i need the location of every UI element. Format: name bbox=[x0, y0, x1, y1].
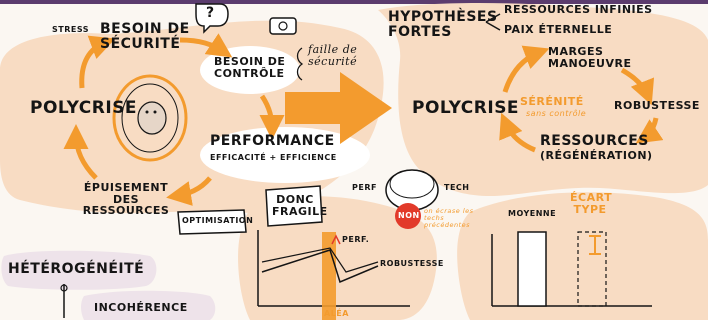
label-marges: MARGES MANOEUVRE bbox=[548, 45, 632, 70]
label-hypotheses: HYPOTHÈSES FORTES bbox=[388, 9, 498, 40]
label-optimisation: OPTIMISATION bbox=[182, 216, 254, 225]
performance-oval bbox=[200, 127, 370, 183]
alea-band bbox=[322, 232, 336, 320]
label-polycrise-right: POLYCRISE bbox=[412, 98, 520, 118]
question-bubble bbox=[195, 3, 229, 34]
label-polycrise-left: POLYCRISE bbox=[30, 98, 138, 118]
label-donc-fragile: DONC FRAGILE bbox=[272, 193, 328, 218]
right-cycle-arrow-4 bbox=[499, 112, 536, 153]
hamster-wheel bbox=[112, 74, 188, 162]
label-paix: PAIX ÉTERNELLE bbox=[504, 23, 613, 36]
moyenne-bar bbox=[517, 231, 547, 307]
label-regeneration: (RÉGÉNÉRATION) bbox=[540, 149, 653, 162]
label-non: NON bbox=[398, 211, 420, 220]
right-cycle-arrow-1 bbox=[502, 45, 550, 93]
label-efficacite: EFFICACITÉ + EFFICIENCE bbox=[210, 153, 337, 162]
cycle-arrow-1 bbox=[79, 35, 116, 89]
big-orange-arrow bbox=[285, 72, 392, 144]
label-ecrase: on écrase les techs précédentes bbox=[424, 207, 474, 229]
right-cycle-arrow-2 bbox=[620, 67, 655, 106]
cycle-arrow-2 bbox=[179, 33, 233, 58]
label-faille: faille de sécurité bbox=[308, 43, 358, 68]
robustesse-curve bbox=[261, 247, 379, 273]
question-mark: ? bbox=[206, 5, 215, 21]
label-serenite: SÉRÉNITÉ bbox=[520, 95, 584, 108]
label-sans-controle: sans contrôle bbox=[526, 109, 587, 118]
label-ressources-infinies: RESSOURCES INFINIES bbox=[504, 3, 653, 16]
non-badge bbox=[395, 203, 421, 229]
incoherence-pill bbox=[81, 290, 216, 320]
cycle-arrow-5 bbox=[63, 124, 98, 180]
label-incoherence: INCOHÉRENCE bbox=[94, 301, 188, 314]
label-graph-robustesse: ROBUSTESSE bbox=[380, 259, 444, 268]
label-heterogeneite: HÉTÉROGÉNÉITÉ bbox=[8, 261, 145, 277]
right-blob bbox=[378, 3, 708, 196]
optimisation-box bbox=[177, 209, 247, 235]
label-stress: STRESS bbox=[52, 25, 90, 34]
hamster bbox=[137, 101, 167, 135]
label-perf: PERF bbox=[352, 183, 377, 192]
camera-icon bbox=[269, 17, 297, 35]
fragile-box bbox=[265, 185, 323, 227]
label-moyenne: MOYENNE bbox=[508, 209, 557, 218]
label-ressources: RESSOURCES bbox=[540, 133, 649, 149]
label-besoin-securite: BESOIN de SÉCURITÉ bbox=[100, 21, 190, 52]
label-alea: ALÉA bbox=[324, 309, 349, 318]
label-performance: PERFORMANCE bbox=[210, 133, 335, 149]
cycle-arrow-3 bbox=[259, 94, 285, 140]
top-frame bbox=[0, 0, 708, 4]
label-ecart-type: ÉCART TYPE bbox=[570, 191, 613, 216]
label-tech: TECH bbox=[444, 183, 470, 192]
controle-oval bbox=[200, 46, 300, 94]
right-cycle-arrow-3 bbox=[635, 117, 664, 144]
perf-curve bbox=[261, 249, 379, 284]
label-robustesse: ROBUSTESSE bbox=[614, 99, 700, 112]
heterogeneite-pill bbox=[1, 250, 157, 290]
cycle-arrow-4 bbox=[166, 176, 212, 206]
label-epuisement: ÉPUISEMENT des RESSOURCES bbox=[82, 181, 170, 218]
label-graph-perf: PERF. bbox=[342, 235, 370, 244]
label-besoin-controle: BESOIN de CONTRÔLE bbox=[214, 55, 286, 80]
ecart-type-bar bbox=[577, 231, 607, 307]
